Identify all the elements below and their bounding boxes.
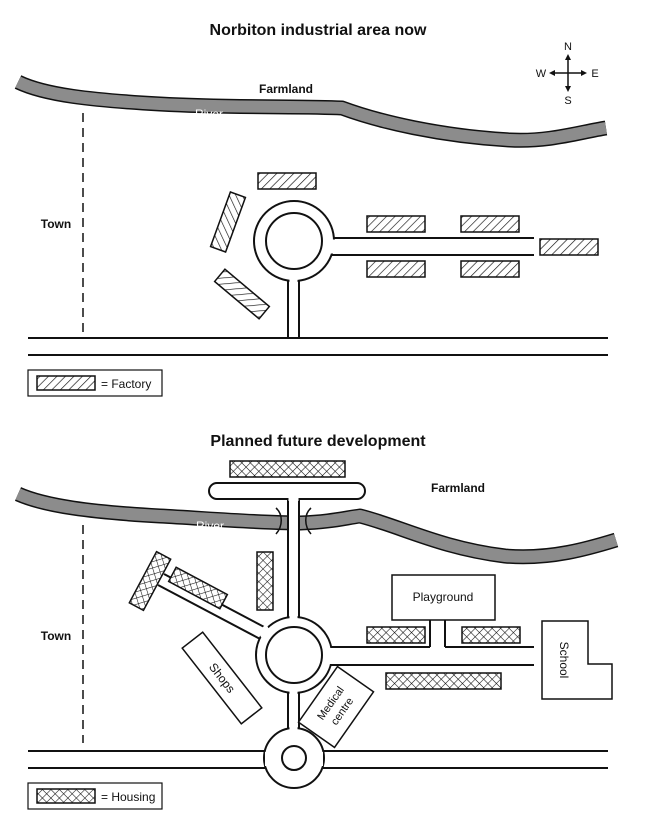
housing <box>167 566 229 610</box>
river-label: River <box>195 107 223 121</box>
compass-w: W <box>536 68 547 80</box>
town-label: Town <box>41 629 71 643</box>
factory <box>213 268 271 320</box>
farmland-label: Farmland <box>431 481 485 495</box>
compass-e: E <box>591 68 598 80</box>
map-planned-title: Planned future development <box>210 433 426 450</box>
factory <box>366 260 426 278</box>
factory <box>257 172 317 190</box>
housing <box>385 672 502 690</box>
factory <box>539 238 599 256</box>
shops: Shops <box>181 631 263 725</box>
factories <box>209 172 599 320</box>
map-planned: Planned future development River Farmlan… <box>14 433 619 810</box>
factory <box>460 260 520 278</box>
road-network <box>28 482 608 789</box>
legend-factory-label: = Factory <box>101 377 151 391</box>
school: School <box>541 620 613 700</box>
housing-blocks <box>128 460 521 690</box>
playground: Playground <box>391 574 496 621</box>
school-label: School <box>557 642 571 679</box>
legend-factory: = Factory <box>27 369 163 397</box>
farmland-label: Farmland <box>259 82 313 96</box>
compass-n: N <box>564 41 572 53</box>
compass-s: S <box>564 95 571 107</box>
housing <box>128 550 172 612</box>
medical-centre: Medical centre <box>297 665 375 749</box>
factory <box>209 191 247 253</box>
housing <box>229 460 346 478</box>
town-label: Town <box>41 217 71 231</box>
housing <box>256 551 274 611</box>
legend-housing-label: = Housing <box>101 790 155 804</box>
legend-housing: = Housing <box>27 782 163 810</box>
river-label: River <box>196 519 224 533</box>
compass-rose-icon: N S E W <box>536 41 599 107</box>
map-now: Norbiton industrial area now N S E W Riv… <box>14 22 608 397</box>
housing <box>366 626 426 644</box>
housing <box>461 626 521 644</box>
factory <box>366 215 426 233</box>
factory <box>460 215 520 233</box>
map-now-title: Norbiton industrial area now <box>210 22 427 39</box>
road-network <box>28 200 608 356</box>
playground-label: Playground <box>413 590 474 604</box>
